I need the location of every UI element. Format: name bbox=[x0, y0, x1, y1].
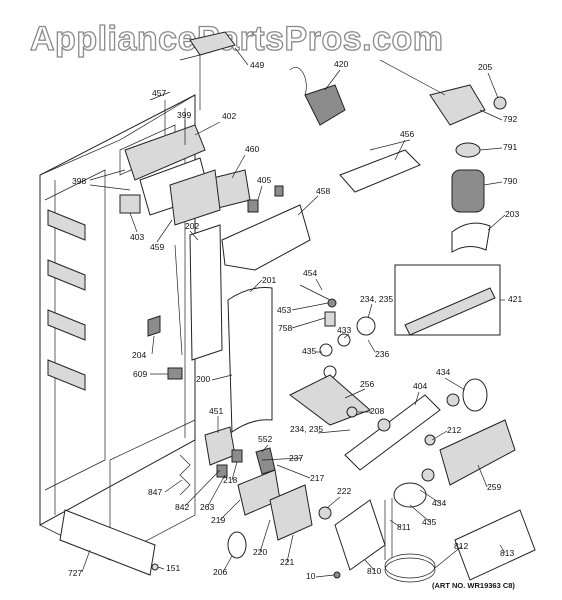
callout-457: 457 bbox=[152, 88, 166, 98]
callout-791: 791 bbox=[503, 142, 517, 152]
callout-460: 460 bbox=[245, 144, 259, 154]
watermark-text: AppliancePartsPros.com bbox=[30, 20, 443, 58]
callout-234-235-lower: 234, 235 bbox=[290, 424, 323, 434]
callout-222: 222 bbox=[337, 486, 351, 496]
callout-433-upper: 433 bbox=[337, 325, 351, 335]
callout-403: 403 bbox=[130, 232, 144, 242]
callout-842: 842 bbox=[175, 502, 189, 512]
callout-449: 449 bbox=[250, 60, 264, 70]
callout-458: 458 bbox=[316, 186, 330, 196]
callout-205-top: 205 bbox=[478, 62, 492, 72]
callout-847: 847 bbox=[148, 487, 162, 497]
callout-453: 453 bbox=[277, 305, 291, 315]
callout-234-235-upper: 234, 235 bbox=[360, 294, 393, 304]
callout-758: 758 bbox=[278, 323, 292, 333]
callout-405: 405 bbox=[257, 175, 271, 185]
callout-398: 398 bbox=[72, 176, 86, 186]
callout-435-lower: 435 bbox=[422, 517, 436, 527]
callout-813: 813 bbox=[500, 548, 514, 558]
callout-236: 236 bbox=[375, 349, 389, 359]
callout-202: 202 bbox=[185, 221, 199, 231]
callout-434-upper: 434 bbox=[436, 367, 450, 377]
callout-790: 790 bbox=[503, 176, 517, 186]
art-number-note: (ART NO. WR19363 C8) bbox=[432, 581, 515, 590]
callout-212: 212 bbox=[447, 425, 461, 435]
callout-256: 256 bbox=[360, 379, 374, 389]
callout-204: 204 bbox=[132, 350, 146, 360]
callout-435-left: 435 bbox=[302, 346, 316, 356]
callout-451: 451 bbox=[209, 406, 223, 416]
callout-263: 263 bbox=[200, 502, 214, 512]
leader-lines bbox=[81, 47, 506, 578]
callout-402: 402 bbox=[222, 111, 236, 121]
callout-labels: 449 457 399 402 420 205 792 791 790 203 … bbox=[68, 59, 522, 581]
callout-404: 404 bbox=[413, 381, 427, 391]
callout-811: 811 bbox=[397, 522, 411, 532]
callout-200: 200 bbox=[196, 374, 210, 384]
callout-609: 609 bbox=[133, 369, 147, 379]
callout-459: 459 bbox=[150, 242, 164, 252]
callout-217: 217 bbox=[310, 473, 324, 483]
callout-421: 421 bbox=[508, 294, 522, 304]
callout-454: 454 bbox=[303, 268, 317, 278]
callout-420: 420 bbox=[334, 59, 348, 69]
callout-727: 727 bbox=[68, 568, 82, 578]
callout-10: 10 bbox=[306, 571, 316, 581]
callout-434-lower: 434 bbox=[432, 498, 446, 508]
callout-456: 456 bbox=[400, 129, 414, 139]
callout-792: 792 bbox=[503, 114, 517, 124]
callout-151: 151 bbox=[166, 563, 180, 573]
callout-206: 206 bbox=[213, 567, 227, 577]
callout-259: 259 bbox=[487, 482, 501, 492]
callout-219: 219 bbox=[211, 515, 225, 525]
callout-810: 810 bbox=[367, 566, 381, 576]
callout-812: 812 bbox=[454, 541, 468, 551]
callout-201: 201 bbox=[262, 275, 276, 285]
callout-203: 203 bbox=[505, 209, 519, 219]
callout-208: 208 bbox=[370, 406, 384, 416]
callout-218: 218 bbox=[223, 475, 237, 485]
callout-552: 552 bbox=[258, 434, 272, 444]
callout-399: 399 bbox=[177, 110, 191, 120]
part-shapes bbox=[59, 31, 536, 583]
